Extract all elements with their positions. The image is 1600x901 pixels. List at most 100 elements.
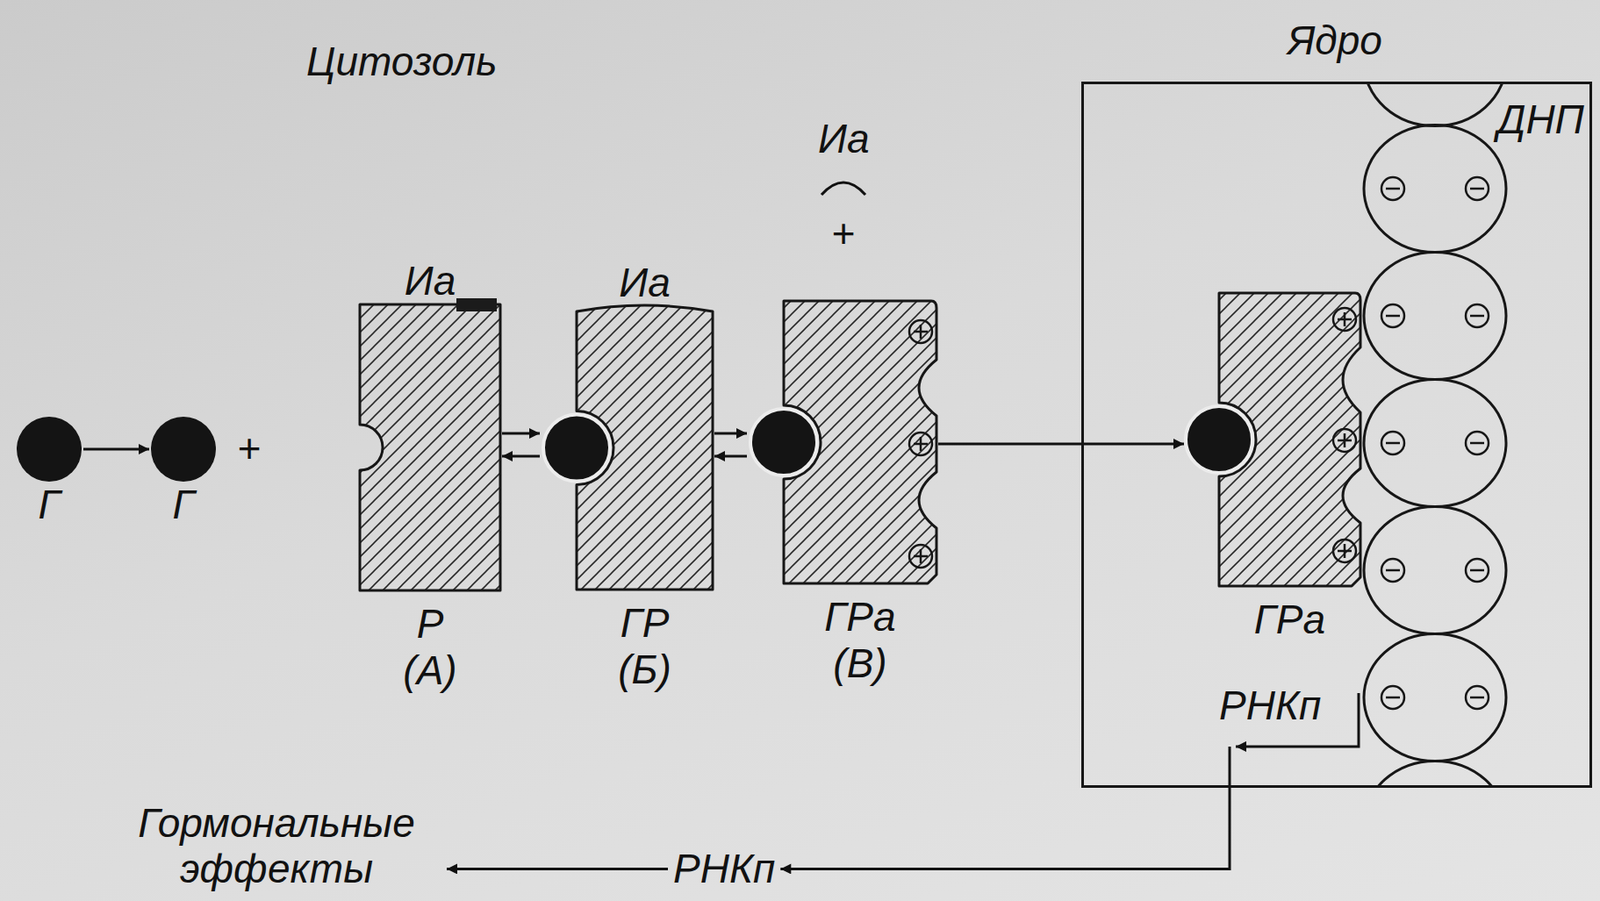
- free-label: Иа: [817, 115, 870, 163]
- hormone-molecule: [16, 416, 82, 482]
- charge-symbol: [909, 320, 933, 344]
- hormone-molecule: [150, 416, 216, 482]
- charge-symbol: [1470, 315, 1485, 318]
- charge-symbol: [909, 432, 933, 456]
- node-shape: [150, 416, 216, 482]
- dnp-chain: ДНП: [1358, 84, 1589, 786]
- charge-symbol: [1465, 686, 1489, 710]
- charge-symbol: [1333, 308, 1357, 331]
- dnp-strand: [1358, 84, 1589, 786]
- hormone-molecule: [543, 414, 610, 481]
- node-label: Ядро: [1287, 17, 1383, 65]
- node-label: Р: [359, 601, 501, 648]
- node-shape: [16, 416, 82, 482]
- activated-complex: ГРа: [1183, 293, 1361, 644]
- node-label: ГРа: [1219, 596, 1361, 644]
- charge-symbol: [1470, 569, 1485, 573]
- node-label: Иа: [359, 258, 501, 305]
- charge-symbol: [1385, 442, 1400, 445]
- charge-symbol: [1465, 431, 1489, 455]
- connector-path: [502, 432, 540, 436]
- arrow-connector: [714, 433, 747, 457]
- dnp-loop: [1363, 380, 1507, 508]
- receptor-shape: ИаР(А): [359, 258, 501, 695]
- shape-area: [1183, 293, 1361, 587]
- free-label: Цитозоль: [306, 38, 497, 86]
- shape-area: [359, 304, 501, 591]
- activated-complex: ГРа(В): [748, 301, 937, 688]
- connector-path: [780, 746, 1230, 870]
- charge-symbol: [1333, 429, 1357, 453]
- node-label: Гормональные эффекты: [109, 800, 444, 892]
- charge-symbol: [1381, 304, 1405, 328]
- node-label: ГР: [576, 600, 713, 647]
- arrow-connector: [83, 449, 150, 451]
- node-label: (В): [783, 640, 937, 688]
- dnp-loop: [1363, 507, 1507, 635]
- connector-path: [714, 455, 747, 459]
- hormone-molecule: [1185, 406, 1253, 474]
- text-node: Гормональные эффекты: [109, 800, 444, 892]
- shape-area: [541, 306, 713, 590]
- free-label: +: [831, 210, 855, 258]
- node-label: РНКп: [1219, 682, 1321, 730]
- charge-symbol: [1465, 304, 1489, 328]
- charge-symbol: [1470, 696, 1485, 700]
- charge-symbol: [1470, 187, 1485, 191]
- inhibitor-arc: [821, 182, 866, 195]
- connector-path: [83, 448, 150, 452]
- receptor-complex: ИаГР(Б): [541, 259, 713, 694]
- charge-symbol: [1465, 177, 1489, 201]
- node-label: Г: [150, 481, 216, 529]
- charge-symbol: [1333, 539, 1357, 563]
- hormone-molecule: [750, 408, 818, 476]
- node-shape: [541, 306, 713, 590]
- arrow-connector: [938, 444, 1184, 445]
- dnp-loop: [1363, 634, 1507, 762]
- dnp-loop: [1363, 761, 1507, 787]
- shape-area: [748, 301, 937, 584]
- charge-symbol: [1385, 315, 1400, 318]
- node-label: Иа: [576, 259, 713, 307]
- receptor-outline: [359, 304, 501, 591]
- charge-symbol: [1385, 187, 1400, 191]
- charge-symbol: [913, 549, 928, 564]
- node-shape: [1183, 293, 1361, 587]
- hormone-circle: Г: [16, 416, 82, 529]
- charge-symbol: [1381, 559, 1405, 582]
- text-node: РНКп: [1219, 682, 1321, 747]
- shape-area: [150, 416, 216, 482]
- node-shape: [359, 304, 501, 591]
- charge-symbol: [1465, 559, 1489, 582]
- dnp-loop: [1363, 252, 1507, 381]
- connector-path: [938, 443, 1184, 446]
- charge-symbol: [1385, 569, 1400, 573]
- charge-symbol: [1381, 686, 1405, 710]
- charge-symbol: [1337, 544, 1352, 559]
- charge-symbol: [1385, 696, 1400, 700]
- charge-symbol: [1337, 433, 1352, 448]
- node-label: (А): [359, 647, 501, 695]
- charge-symbol: [1470, 442, 1485, 445]
- charge-symbol: [1337, 312, 1352, 327]
- charge-symbol: [913, 324, 928, 339]
- charge-symbol: [909, 545, 933, 568]
- shape-area: [16, 416, 82, 482]
- text-node: РНКп: [673, 846, 775, 893]
- charge-symbol: [1381, 177, 1405, 201]
- node-label: (Б): [576, 646, 713, 694]
- nucleus-box: ЯдроГРаДНПРНКп: [1081, 81, 1593, 789]
- node-label: ГРа: [783, 594, 937, 641]
- connector-path: [502, 455, 540, 459]
- hormone-circle: Г: [150, 416, 216, 529]
- dnp-loop: [1363, 84, 1507, 127]
- node-label: РНКп: [673, 846, 775, 893]
- node-label: ДНП: [1497, 96, 1585, 144]
- charge-symbol: [913, 437, 928, 452]
- connector-path: [446, 868, 668, 871]
- free-label: +: [236, 425, 261, 473]
- arrow-connector: [780, 746, 1230, 870]
- node-shape: [748, 301, 937, 584]
- dnp-loop: [1363, 125, 1507, 253]
- charge-symbol: [1381, 431, 1405, 455]
